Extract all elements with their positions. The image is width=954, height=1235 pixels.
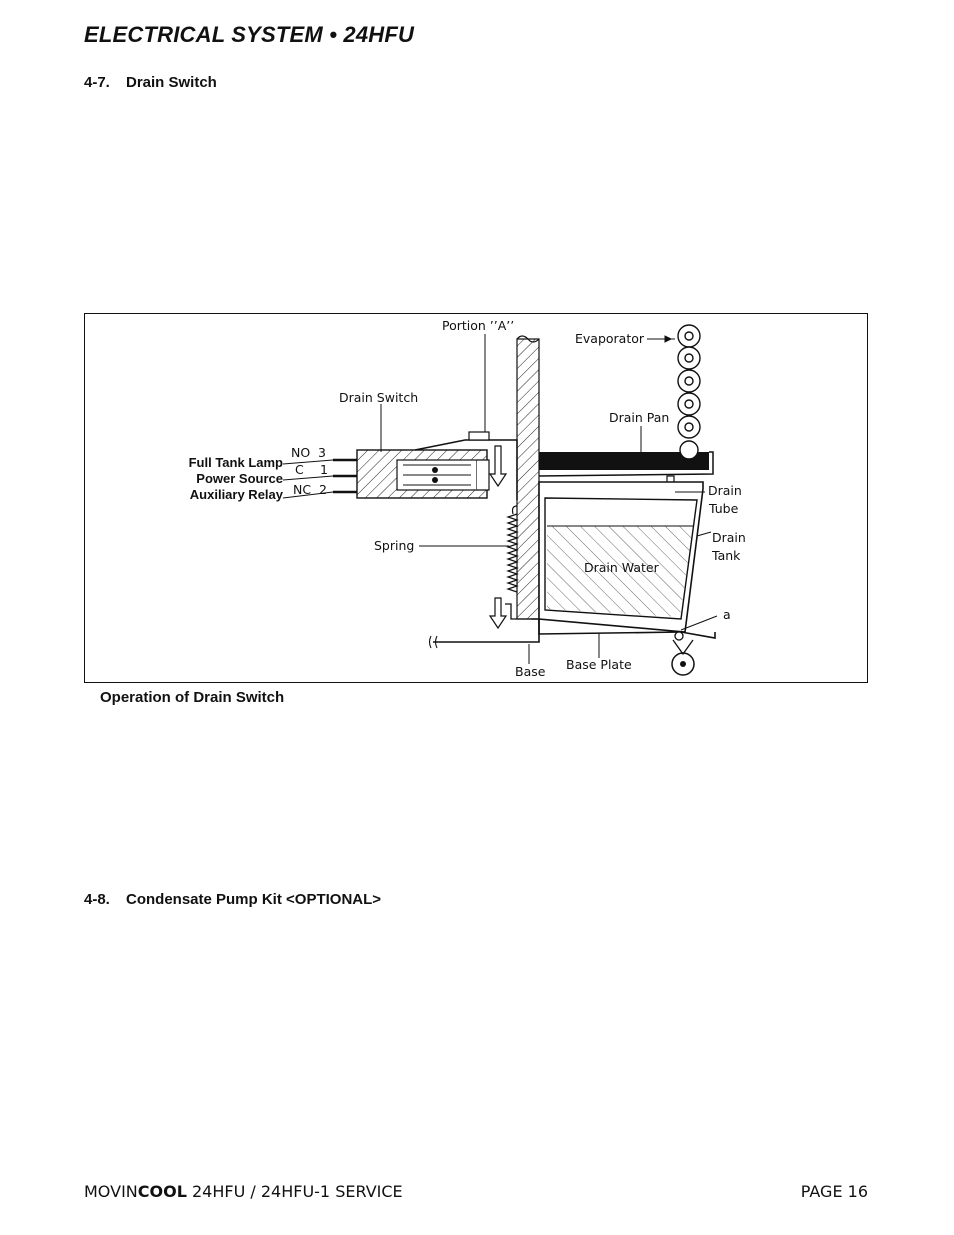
label-terminal-c: C	[295, 462, 304, 477]
label-auxiliary-relay: Auxiliary Relay	[190, 487, 284, 502]
switch-lever	[414, 439, 518, 500]
switch-wires	[333, 458, 357, 494]
label-drain-pan: Drain Pan	[609, 410, 669, 425]
caster-bracket	[672, 639, 694, 656]
portion-a-tab	[468, 431, 490, 441]
drain-switch-body	[356, 449, 490, 499]
section-heading-drain-switch: 4-7. Drain Switch	[84, 74, 217, 91]
label-base: Base	[515, 664, 546, 679]
section-title: Drain Switch	[126, 74, 217, 91]
label-drain-water: Drain Water	[584, 560, 660, 575]
drain-water	[547, 526, 693, 617]
label-terminal-1: 1	[320, 462, 328, 477]
footer-brand-regular: MOVIN	[84, 1182, 138, 1201]
footer-page-number: PAGE 16	[800, 1182, 868, 1201]
section-number: 4-7.	[84, 74, 110, 91]
drain-switch-diagram: Portion ’’A’’ Evaporator Drain Switch Dr…	[189, 318, 746, 679]
base	[433, 618, 540, 643]
label-terminal-nc: NC	[293, 482, 311, 497]
caster-hub	[680, 661, 686, 667]
spring-hook-top	[511, 505, 518, 515]
footer-model: 24HFU / 24HFU-1 SERVICE	[186, 1182, 403, 1201]
label-drain-tank-2: Tank	[711, 548, 741, 563]
footer-brand: MOVINCOOL 24HFU / 24HFU-1 SERVICE	[84, 1182, 403, 1201]
label-drain-tank-1: Drain	[712, 530, 746, 545]
wall-top-break	[516, 335, 540, 343]
label-drain-switch: Drain Switch	[339, 390, 418, 405]
label-evaporator: Evaporator	[575, 331, 645, 346]
footer-brand-bold: COOL	[137, 1182, 187, 1201]
leader-lines	[282, 334, 718, 664]
label-terminal-2: 2	[319, 482, 327, 497]
label-terminal-no: NO	[291, 445, 310, 460]
base-break	[428, 635, 438, 649]
section-number: 4-8.	[84, 891, 110, 908]
page-header-title: ELECTRICAL SYSTEM • 24HFU	[84, 22, 415, 47]
spring	[506, 513, 519, 593]
label-drain-tube-1: Drain	[708, 483, 742, 498]
label-spring: Spring	[374, 538, 414, 553]
drain-pan	[539, 452, 709, 470]
label-pivot-a: a	[723, 607, 731, 622]
label-portion-a: Portion ’’A’’	[442, 318, 514, 333]
label-power-source: Power Source	[196, 471, 283, 486]
vertical-wall	[516, 338, 540, 620]
label-drain-tube-2: Tube	[708, 501, 739, 516]
evaporator-coils	[677, 324, 701, 460]
movement-arrows	[488, 445, 508, 630]
drain-pan-lip	[538, 451, 714, 477]
label-base-plate: Base Plate	[566, 657, 632, 672]
figure-caption: Operation of Drain Switch	[100, 689, 285, 706]
section-heading-condensate-pump: 4-8. Condensate Pump Kit <OPTIONAL>	[84, 891, 381, 908]
section-title: Condensate Pump Kit <OPTIONAL>	[126, 891, 382, 908]
spring-lever	[505, 603, 531, 620]
label-terminal-3: 3	[318, 445, 326, 460]
drain-switch-figure: Portion ’’A’’ Evaporator Drain Switch Dr…	[84, 313, 868, 683]
pivot-a	[674, 631, 684, 641]
label-full-tank-lamp: Full Tank Lamp	[189, 455, 283, 470]
